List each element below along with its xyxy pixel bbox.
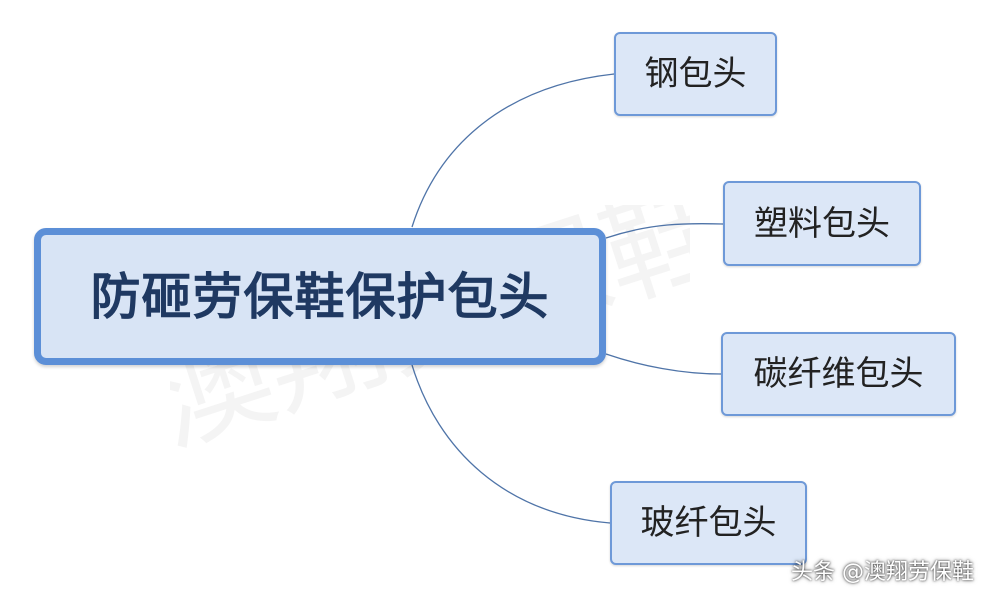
connector-line-4 — [411, 364, 611, 524]
child-node-2: 塑料包头 — [723, 181, 921, 266]
connector-line-2 — [605, 222, 724, 239]
child-node-label: 钢包头 — [644, 54, 747, 94]
child-node-3: 碳纤维包头 — [721, 332, 956, 416]
connector-line-3 — [605, 353, 722, 375]
child-node-label: 碳纤维包头 — [753, 354, 924, 394]
child-node-4: 玻纤包头 — [610, 481, 807, 565]
attribution-watermark: 头条 @澳翔劳保鞋 — [791, 560, 974, 585]
connector-line-1 — [411, 73, 615, 228]
root-node-label: 防砸劳保鞋保护包头 — [90, 267, 550, 326]
root-node: 防砸劳保鞋保护包头 — [34, 228, 606, 365]
child-node-label: 玻纤包头 — [640, 503, 777, 543]
child-node-label: 塑料包头 — [754, 203, 890, 244]
child-node-1: 钢包头 — [614, 32, 777, 116]
